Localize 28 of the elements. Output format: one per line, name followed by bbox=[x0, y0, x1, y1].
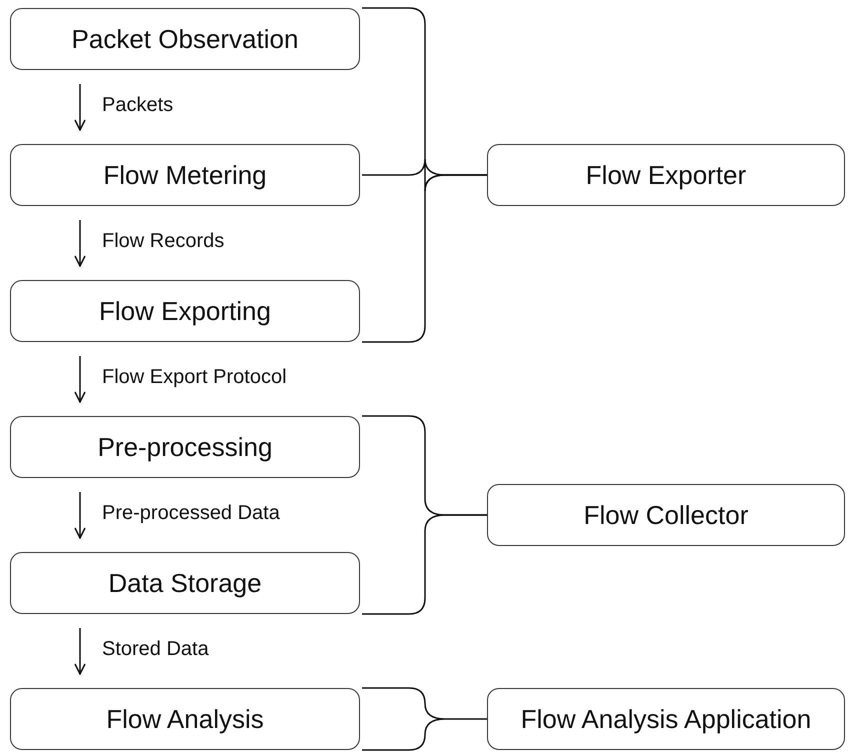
bracket-connector bbox=[362, 174, 487, 343]
process-box bbox=[10, 280, 360, 342]
process-box bbox=[487, 144, 845, 206]
process-box bbox=[10, 144, 360, 206]
process-box bbox=[10, 8, 360, 70]
process-box bbox=[10, 552, 360, 614]
bracket-connector bbox=[361, 687, 488, 751]
bracket-connector bbox=[362, 514, 487, 615]
arrow bbox=[74, 84, 86, 131]
arrow bbox=[74, 220, 86, 267]
box-label: Flow Analysis Application bbox=[520, 704, 812, 734]
edge-label: Pre-processed Data bbox=[102, 502, 280, 525]
box-label: Flow Metering bbox=[103, 160, 267, 190]
box-label: Pre-processing bbox=[98, 432, 272, 462]
box-label: Flow Analysis bbox=[106, 704, 264, 734]
process-box bbox=[10, 688, 360, 750]
arrow bbox=[74, 628, 86, 675]
edge-label: Flow Export Protocol bbox=[102, 366, 287, 389]
process-box bbox=[487, 688, 845, 750]
arrow bbox=[74, 492, 86, 539]
box-label: Flow Collector bbox=[584, 500, 748, 530]
arrow bbox=[74, 356, 86, 403]
box-label: Flow Exporting bbox=[99, 296, 271, 326]
process-box bbox=[10, 416, 360, 478]
box-label: Flow Exporter bbox=[586, 160, 746, 190]
box-label: Packet Observation bbox=[72, 24, 298, 54]
process-box bbox=[487, 484, 845, 546]
box-label: Data Storage bbox=[108, 568, 262, 598]
